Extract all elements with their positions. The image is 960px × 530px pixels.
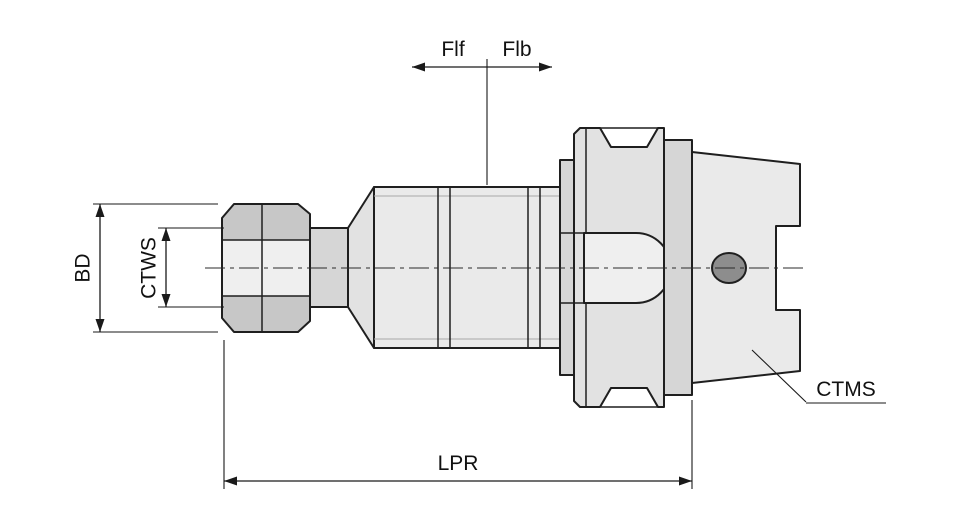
arrow-up-icon <box>95 204 105 217</box>
gripper-groove-top <box>598 127 660 148</box>
arrow-left-icon <box>224 476 237 486</box>
leader-line <box>751 349 807 403</box>
dim-label-ctws: CTWS <box>138 237 161 299</box>
gripper-groove-bottom <box>598 387 660 408</box>
arrow-left-icon <box>412 62 425 72</box>
nut-band-bottom <box>222 296 310 332</box>
arrow-right-icon <box>539 62 552 72</box>
dim-lpr: LPR <box>223 340 693 489</box>
dim-label-flb: Flb <box>502 38 531 61</box>
dim-label-ctms: CTMS <box>816 378 876 401</box>
dim-label-flf: Flf <box>441 38 464 61</box>
collet-nut-outline <box>221 203 311 333</box>
arrow-down-icon <box>161 294 171 307</box>
dim-bd: BD <box>72 203 218 333</box>
dim-flf-flb: Flf Flb <box>412 38 552 185</box>
arrow-down-icon <box>95 319 105 332</box>
dim-ctws: CTWS <box>138 227 224 308</box>
arrow-up-icon <box>161 228 171 241</box>
callout-ctms: CTMS <box>751 349 886 404</box>
dim-label-bd: BD <box>72 253 95 282</box>
dim-label-lpr: LPR <box>438 452 479 475</box>
arrow-right-icon <box>679 476 692 486</box>
nut-band-top <box>222 204 310 240</box>
